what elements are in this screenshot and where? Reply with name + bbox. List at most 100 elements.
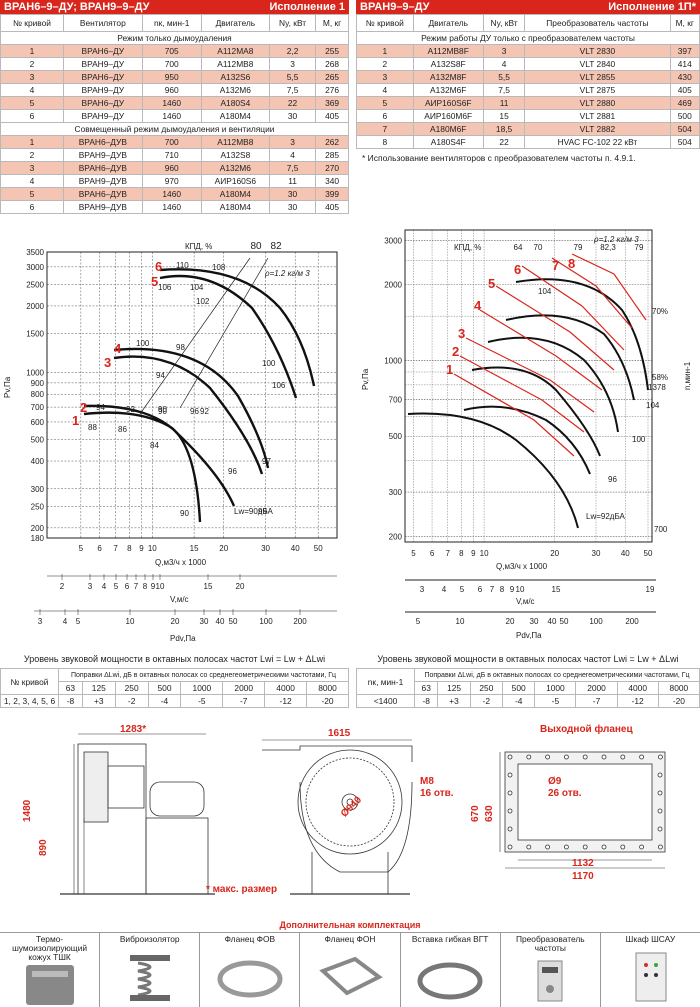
side-label: 1378 [648,383,666,392]
column-header: Двигатель [200,14,270,32]
system-curve [479,309,603,391]
bolt-hole [507,808,513,814]
right-sound-subhead: Поправки ΔLwi, дБ в октавных полосах со … [414,668,700,682]
left-sound-subhead: Поправки ΔLwi, дБ в октавных полосах со … [58,668,349,682]
efficiency-label: 90 [158,405,167,414]
q-tick: 40 [291,544,300,553]
column-header: Двигатель [412,14,484,32]
table-cell: 504 [669,135,700,149]
table-cell: 22 [482,135,526,149]
column-header: nк, мин-1 [141,14,202,32]
left-sound-colhead: № кривой [0,668,59,695]
system-curve [521,265,625,351]
y-tick: 700 [389,395,403,404]
table-cell: ВРАН9–ДУВ [62,200,143,214]
table-cell: 6 [356,109,414,123]
curve-number: 3 [458,326,465,341]
y-tick: 2000 [26,302,44,311]
table-cell: А132М6 [200,83,270,97]
efficiency-label: 98 [176,343,185,352]
kpd-tick: 79 [635,243,644,252]
table-cell: 3 [482,44,526,58]
table-cell: 7,5 [482,83,526,97]
acc-label: Фланец ФОВ [224,934,276,944]
efficiency-label: 100 [136,339,150,348]
table-cell: HVAC FC-102 22 кВт [524,135,671,149]
table-cell: VLT 2881 [524,109,671,123]
right-v-title: V,м/с [516,597,535,606]
table-cell: 15 [482,109,526,123]
section-title: Режим только дымоудаления [0,31,349,45]
left-spec-block: ВРАН6–9–ДУ; ВРАН9–9–ДУ Исполнение 1 № кр… [0,0,349,214]
q-tick: 9 [139,544,144,553]
dim-1615: 1615 [328,728,351,739]
table-cell: ВРАН9–ДУ [62,109,143,123]
system-curve [571,253,647,321]
v-tick: 3 [88,582,93,591]
pdv-tick: 30 [200,617,209,626]
freq-cell: 63 [58,681,83,695]
table-cell: ВРАН9–ДУВ [62,174,143,188]
right-sound-colhead: nк, мин-1 [356,668,415,695]
pdv-tick: 5 [416,617,421,626]
table-cell: 2 [0,57,64,71]
curve-number: 4 [114,341,122,356]
correction-cell: -2 [114,694,149,708]
table-cell: VLT 2882 [524,122,671,136]
acc-label: Термо-шумоизолирующий кожух ТШК [12,934,88,962]
correction-cell: -7 [575,694,618,708]
table-cell: 1460 [141,200,202,214]
table-cell: 2,2 [268,44,317,58]
performance-curve [113,355,264,475]
table-cell: ВРАН6–ДУВ [62,187,143,201]
table-cell: А112МВ8F [412,44,484,58]
correction-cell: -7 [222,694,266,708]
left-q-title: Q,м3/ч х 1000 [155,558,207,567]
acc-fon: Фланец ФОН [299,932,400,1007]
q-tick: 10 [148,544,157,553]
right-rho-label: ρ=1.2 кг/м 3 [593,235,639,244]
table-cell: 7,5 [268,161,317,175]
y-tick: 500 [389,432,403,441]
flexible-insert-icon [417,962,483,1000]
acc-label: Преобразователь частоты [515,934,585,953]
q-tick: 8 [127,544,132,553]
efficiency-label: 92 [200,407,209,416]
front-view-drawing [262,739,413,895]
q-tick: 50 [314,544,323,553]
correction-cell: -8 [413,694,439,708]
table-cell: 960 [141,83,202,97]
v-tick: 9 [151,582,156,591]
table-cell: А180S4F [412,135,484,149]
freq-cell: 500 [147,681,182,695]
table-cell: 4 [268,148,317,162]
curve-number: 3 [104,355,111,370]
vibration-isolator-icon [129,955,170,1001]
pdv-tick: 40 [548,617,557,626]
q-tick: 6 [97,544,102,553]
side-label: 96 [608,475,617,484]
table-cell: 30 [268,200,317,214]
table-cell: 4 [356,83,414,97]
curve-number: 2 [452,344,459,359]
table-cell: А180S4 [200,96,270,110]
table-cell: А132S6 [200,70,270,84]
y-tick: 3000 [26,263,44,272]
right-eff-label: 104 [538,287,552,296]
kpd-tick: 79 [574,243,583,252]
efficiency-label: 102 [196,297,210,306]
max-size-note: * макс. размер [206,884,277,895]
left-kpd-title: КПД, % [185,242,212,251]
correction-cell: +3 [437,694,471,708]
v-tick: 2 [60,582,65,591]
left-performance-chart: 3500300025002000150010009008007006005004… [3,241,338,643]
v-tick: 9 [510,585,515,594]
v-tick: 4 [442,585,447,594]
table-cell: 430 [669,70,700,84]
